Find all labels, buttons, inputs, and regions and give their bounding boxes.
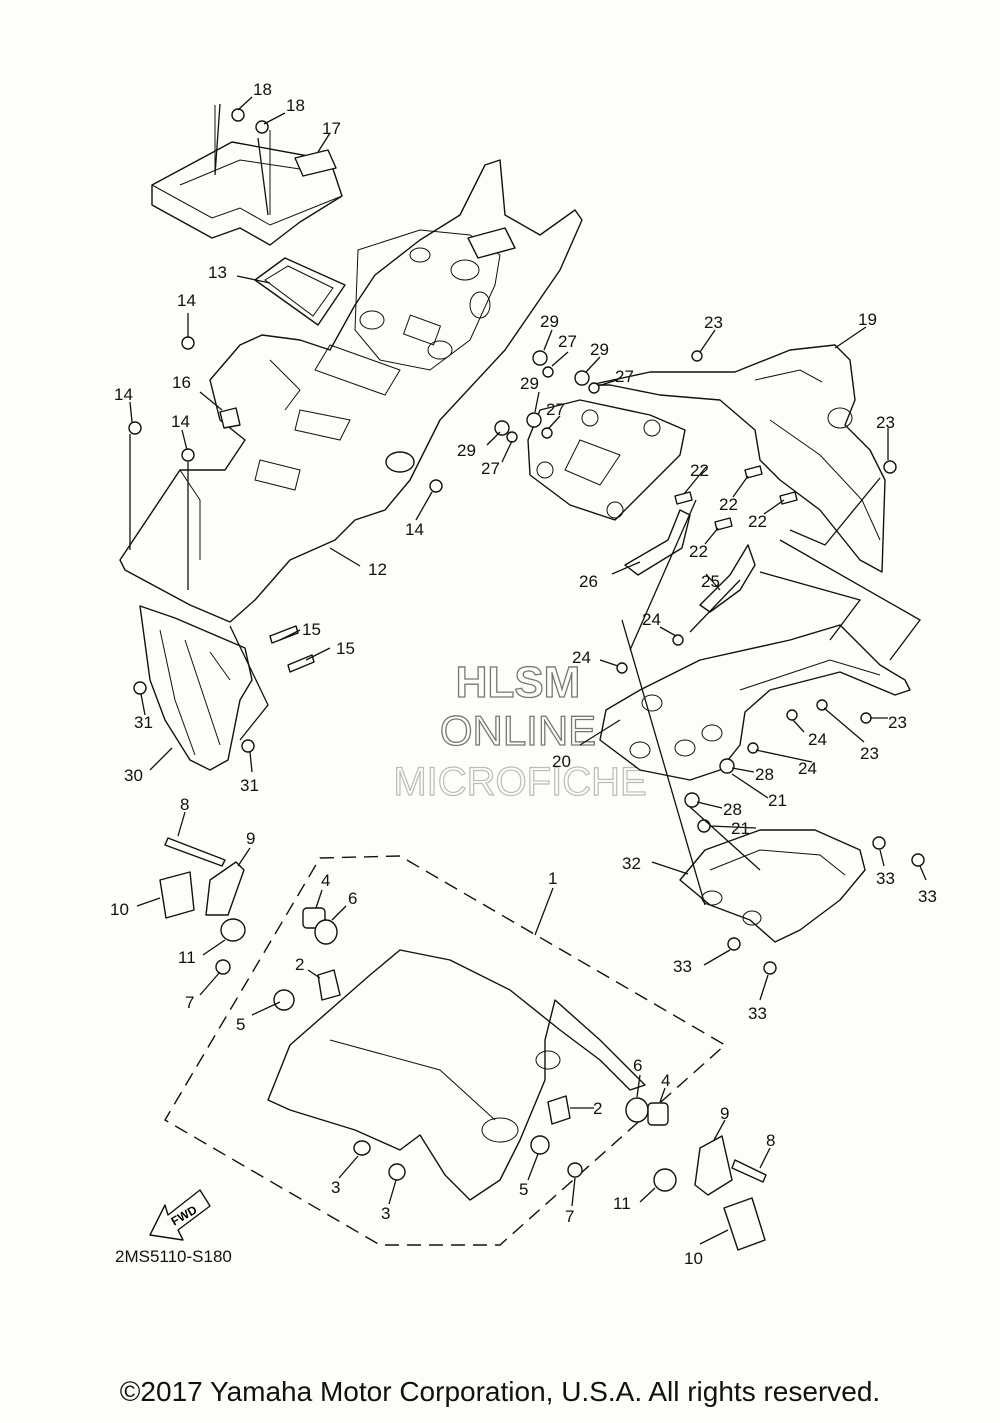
callout-24: 24 — [808, 730, 827, 749]
callout-22: 22 — [690, 461, 709, 480]
callout-18: 18 — [253, 80, 272, 99]
callout-7: 7 — [565, 1207, 574, 1226]
callout-9: 9 — [720, 1104, 729, 1123]
callout-33: 33 — [673, 957, 692, 976]
fwd-arrow: FWD — [149, 1189, 211, 1241]
callout-1: 1 — [548, 869, 557, 888]
part-20-bracket — [599, 624, 911, 781]
callout-8: 8 — [766, 1131, 775, 1150]
watermark-line-3: MICROFICHE — [393, 760, 646, 804]
callout-4: 4 — [321, 871, 330, 890]
part-1-front-fender — [164, 855, 727, 1246]
diagram-code: 2MS5110-S180 — [115, 1247, 232, 1266]
callout-33: 33 — [918, 887, 937, 906]
watermark-line-2: ONLINE — [440, 707, 596, 754]
callout-3: 3 — [331, 1178, 340, 1197]
callout-15: 15 — [302, 620, 321, 639]
callout-23: 23 — [704, 313, 723, 332]
callout-14: 14 — [405, 520, 424, 539]
callout-14: 14 — [114, 385, 133, 404]
callout-23: 23 — [888, 713, 907, 732]
callout-10: 10 — [684, 1249, 703, 1268]
part-27-29-plate — [527, 399, 686, 521]
callout-18: 18 — [286, 96, 305, 115]
callout-10: 10 — [110, 900, 129, 919]
leader-lines — [129, 96, 927, 1245]
callout-29: 29 — [540, 312, 559, 331]
callout-2: 2 — [295, 955, 304, 974]
callout-27: 27 — [558, 332, 577, 351]
callout-19: 19 — [858, 310, 877, 329]
callout-20: 20 — [552, 752, 571, 771]
callout-11: 11 — [178, 948, 196, 967]
callout-22: 22 — [748, 512, 767, 531]
callout-14: 14 — [177, 291, 196, 310]
callout-14: 14 — [171, 412, 190, 431]
callout-32: 32 — [622, 854, 641, 873]
callout-4: 4 — [661, 1071, 670, 1090]
part-30-flap — [139, 605, 253, 771]
callout-24: 24 — [798, 759, 817, 778]
part-32-lower-cover — [679, 829, 866, 943]
callout-6: 6 — [348, 889, 357, 908]
callout-13: 13 — [208, 263, 227, 282]
callout-25: 25 — [701, 572, 720, 591]
hardware — [128, 108, 925, 1251]
callout-21: 21 — [731, 819, 750, 838]
callout-29: 29 — [520, 374, 539, 393]
callout-8: 8 — [180, 795, 189, 814]
callout-28: 28 — [723, 800, 742, 819]
callout-31: 31 — [240, 776, 259, 795]
callout-3: 3 — [381, 1204, 390, 1223]
part-19-tail-cover — [589, 344, 886, 573]
callout-11: 11 — [613, 1194, 631, 1213]
callout-24: 24 — [642, 610, 661, 629]
callout-16: 16 — [172, 373, 191, 392]
callout-12: 12 — [368, 560, 387, 579]
callout-29: 29 — [457, 441, 476, 460]
callout-7: 7 — [185, 993, 194, 1012]
callout-27: 27 — [546, 400, 565, 419]
callout-23: 23 — [860, 744, 879, 763]
callout-33: 33 — [876, 869, 895, 888]
callout-5: 5 — [519, 1180, 528, 1199]
part-17-tray — [151, 105, 343, 246]
callout-27: 27 — [481, 459, 500, 478]
callout-22: 22 — [689, 542, 708, 561]
callout-26: 26 — [579, 572, 598, 591]
callout-21: 21 — [768, 791, 787, 810]
callout-28: 28 — [755, 765, 774, 784]
callout-6: 6 — [633, 1056, 642, 1075]
callout-29: 29 — [590, 340, 609, 359]
part-25-26-brackets — [624, 509, 756, 613]
watermark: HLSM ONLINE MICROFICHE — [393, 657, 648, 804]
watermark-line-1: HLSM — [456, 658, 581, 707]
callout-33: 33 — [748, 1004, 767, 1023]
callouts: 18 18 17 13 14 16 14 14 14 12 15 15 31 3… — [110, 80, 937, 1268]
callout-23: 23 — [876, 413, 895, 432]
callout-22: 22 — [719, 495, 738, 514]
callout-31: 31 — [134, 713, 153, 732]
callout-5: 5 — [236, 1015, 245, 1034]
copyright-notice: ©2017 Yamaha Motor Corporation, U.S.A. A… — [119, 1376, 881, 1407]
callout-2: 2 — [593, 1099, 602, 1118]
callout-9: 9 — [246, 829, 255, 848]
callout-24: 24 — [572, 648, 591, 667]
callout-15: 15 — [336, 639, 355, 658]
callout-30: 30 — [124, 766, 143, 785]
part-12-inner-fender — [119, 159, 583, 623]
callout-17: 17 — [322, 119, 341, 138]
part-13-pad — [254, 257, 346, 326]
callout-27: 27 — [615, 367, 634, 386]
